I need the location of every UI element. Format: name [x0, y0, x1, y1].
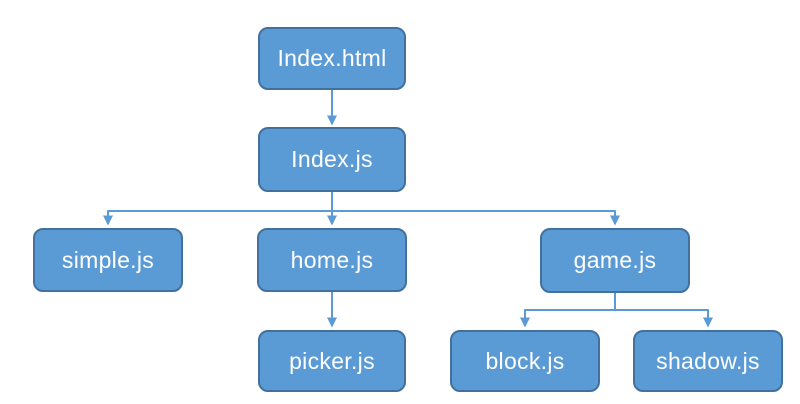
node-game-js: game.js: [540, 228, 690, 293]
node-label: shadow.js: [656, 347, 760, 374]
edge-index-js-to-simple-js: [103, 210, 332, 226]
edge-index-js-to-game-js: [332, 210, 620, 226]
node-shadow-js: shadow.js: [633, 330, 783, 392]
node-label: picker.js: [289, 347, 375, 374]
node-index-html: Index.html: [258, 27, 406, 90]
edge-game-js-to-shadow-js: [615, 309, 713, 328]
node-label: Index.js: [291, 146, 373, 172]
node-label: simple.js: [61, 246, 155, 273]
node-label: home.js: [290, 246, 374, 273]
node-simple-js: simple.js: [33, 228, 183, 292]
edge-game-js-to-block-js: [520, 293, 616, 328]
node-index-js: Index.js: [258, 127, 406, 192]
node-block-js: block.js: [450, 330, 600, 392]
node-picker-js: picker.js: [258, 330, 406, 392]
node-label: Index.html: [277, 45, 387, 71]
node-home-js: home.js: [257, 228, 407, 292]
node-label: block.js: [485, 347, 565, 374]
node-label: game.js: [573, 247, 657, 273]
